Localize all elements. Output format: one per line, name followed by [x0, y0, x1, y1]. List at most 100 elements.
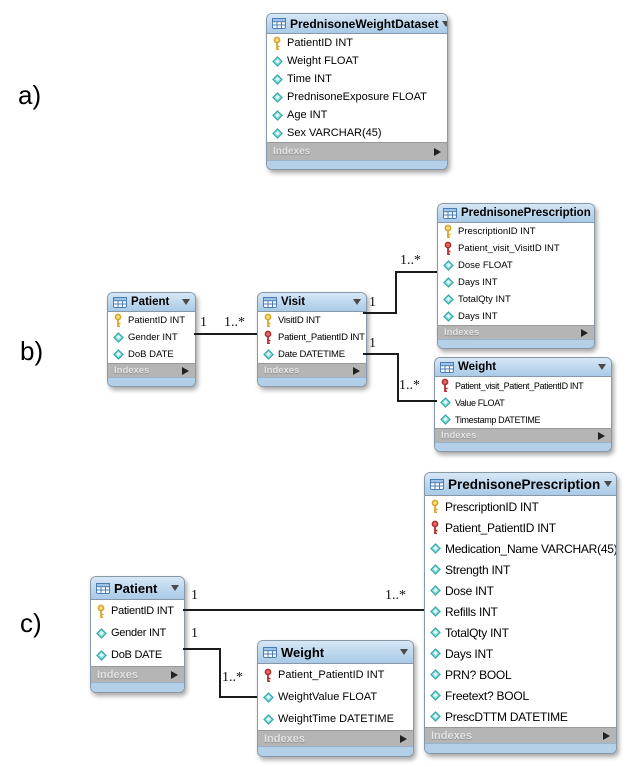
- column-row[interactable]: Gender INT: [108, 329, 195, 346]
- column-label: WeightValue FLOAT: [278, 691, 378, 703]
- column-row[interactable]: Dose INT: [425, 580, 616, 601]
- column-row[interactable]: Weight FLOAT: [267, 52, 447, 70]
- table-grid-icon: [272, 18, 286, 29]
- column-row[interactable]: Patient_visit_VisitID INT: [438, 240, 594, 257]
- column-row[interactable]: Freetext? BOOL: [425, 685, 616, 706]
- collapse-triangle-icon[interactable]: [400, 649, 408, 655]
- indexes-label: Indexes: [264, 732, 305, 745]
- table-title: PrednisoneWeightDataset: [290, 16, 439, 31]
- indexes-label: Indexes: [97, 668, 138, 681]
- column-label: Patient_visit_Patient_PatientID INT: [455, 380, 584, 391]
- table-prednisone-prescription-b: PrednisonePrescription PrescriptionID IN…: [437, 203, 595, 349]
- collapse-triangle-icon[interactable]: [182, 299, 190, 305]
- indexes-label: Indexes: [114, 365, 150, 376]
- column-icon: [429, 564, 441, 575]
- indexes-footer[interactable]: Indexes: [258, 730, 413, 746]
- column-row[interactable]: Patient_PatientID INT: [258, 664, 413, 686]
- column-row[interactable]: Days INT: [425, 643, 616, 664]
- column-row[interactable]: Patient_PatientID INT: [258, 329, 366, 346]
- column-label: Dose INT: [445, 583, 494, 598]
- column-icon: [262, 713, 274, 725]
- indexes-footer[interactable]: Indexes: [267, 142, 447, 160]
- column-row[interactable]: Date DATETIME: [258, 346, 366, 363]
- expand-arrow-icon[interactable]: [598, 431, 605, 440]
- column-icon: [442, 311, 454, 322]
- expand-arrow-icon[interactable]: [400, 734, 407, 743]
- column-row[interactable]: TotalQty INT: [438, 291, 594, 308]
- indexes-footer[interactable]: Indexes: [435, 428, 611, 442]
- primary-key-icon: [442, 224, 454, 239]
- column-icon: [442, 294, 454, 305]
- column-icon: [429, 690, 441, 701]
- expand-arrow-icon[interactable]: [434, 147, 441, 156]
- indexes-footer[interactable]: Indexes: [258, 363, 366, 377]
- column-row[interactable]: PatientID INT: [108, 312, 195, 329]
- column-row[interactable]: PRN? BOOL: [425, 664, 616, 685]
- table-header[interactable]: PrednisoneWeightDataset: [267, 14, 447, 34]
- table-weight-c: Weight Patient_PatientID INT WeightValue…: [257, 640, 414, 757]
- table-header[interactable]: PrednisonePrescription: [438, 204, 594, 223]
- collapse-triangle-icon[interactable]: [353, 299, 361, 305]
- column-row[interactable]: Age INT: [267, 106, 447, 124]
- column-icon: [271, 55, 283, 67]
- expand-arrow-icon[interactable]: [353, 366, 360, 375]
- cardinality-label: 1: [200, 315, 207, 330]
- table-visit: Visit VisitID INT Patient_PatientID INT …: [257, 292, 367, 387]
- expand-arrow-icon[interactable]: [171, 670, 178, 679]
- column-row[interactable]: Time INT: [267, 70, 447, 88]
- indexes-label: Indexes: [441, 430, 477, 441]
- column-row[interactable]: Patient_PatientID INT: [425, 517, 616, 538]
- column-row[interactable]: PrescriptionID INT: [438, 223, 594, 240]
- column-row[interactable]: PrescDTTM DATETIME: [425, 706, 616, 727]
- table-header[interactable]: Weight: [435, 358, 611, 377]
- indexes-footer[interactable]: Indexes: [425, 727, 616, 743]
- column-row[interactable]: PrednisoneExposure FLOAT: [267, 88, 447, 106]
- cardinality-label: 1: [191, 588, 198, 603]
- column-label: Time INT: [287, 73, 332, 85]
- column-row[interactable]: Days INT: [438, 274, 594, 291]
- indexes-footer[interactable]: Indexes: [108, 363, 195, 377]
- collapse-triangle-icon[interactable]: [604, 481, 613, 487]
- table-bottom-bar: [267, 160, 447, 169]
- expand-arrow-icon[interactable]: [603, 731, 610, 740]
- column-icon: [271, 91, 283, 103]
- column-icon: [429, 543, 441, 554]
- column-row[interactable]: Timestamp DATETIME: [435, 411, 611, 428]
- column-row[interactable]: TotalQty INT: [425, 622, 616, 643]
- column-row[interactable]: Gender INT: [91, 622, 184, 644]
- column-row[interactable]: Medication_Name VARCHAR(45): [425, 538, 616, 559]
- collapse-triangle-icon[interactable]: [598, 364, 606, 370]
- column-row[interactable]: WeightTime DATETIME: [258, 708, 413, 730]
- column-icon: [262, 691, 274, 703]
- table-header[interactable]: Patient: [91, 577, 184, 600]
- table-header[interactable]: PrednisonePrescription: [425, 473, 616, 496]
- indexes-footer[interactable]: Indexes: [438, 325, 594, 339]
- table-header[interactable]: Weight: [258, 641, 413, 664]
- column-row[interactable]: DoB DATE: [108, 346, 195, 363]
- collapse-triangle-icon[interactable]: [171, 585, 179, 591]
- column-icon: [429, 627, 441, 638]
- column-row[interactable]: PatientID INT: [91, 600, 184, 622]
- column-row[interactable]: Days INT: [438, 308, 594, 325]
- table-header[interactable]: Visit: [258, 293, 366, 312]
- expand-arrow-icon[interactable]: [182, 366, 189, 375]
- column-row[interactable]: PrescriptionID INT: [425, 496, 616, 517]
- column-row[interactable]: Patient_visit_Patient_PatientID INT: [435, 377, 611, 394]
- column-row[interactable]: Sex VARCHAR(45): [267, 124, 447, 142]
- table-grid-icon: [443, 207, 457, 219]
- column-row[interactable]: Refills INT: [425, 601, 616, 622]
- column-row[interactable]: PatientID INT: [267, 34, 447, 52]
- column-row[interactable]: Strength INT: [425, 559, 616, 580]
- column-row[interactable]: WeightValue FLOAT: [258, 686, 413, 708]
- indexes-footer[interactable]: Indexes: [91, 666, 184, 682]
- column-label: PatientID INT: [128, 315, 186, 326]
- column-row[interactable]: DoB DATE: [91, 644, 184, 666]
- column-row[interactable]: VisitID INT: [258, 312, 366, 329]
- collapse-triangle-icon[interactable]: [442, 20, 447, 27]
- column-row[interactable]: Dose FLOAT: [438, 257, 594, 274]
- expand-arrow-icon[interactable]: [581, 328, 588, 337]
- column-label: Medication_Name VARCHAR(45): [445, 541, 617, 556]
- table-header[interactable]: Patient: [108, 293, 195, 312]
- column-row[interactable]: Value FLOAT: [435, 394, 611, 411]
- cardinality-label: 1..*: [385, 588, 406, 603]
